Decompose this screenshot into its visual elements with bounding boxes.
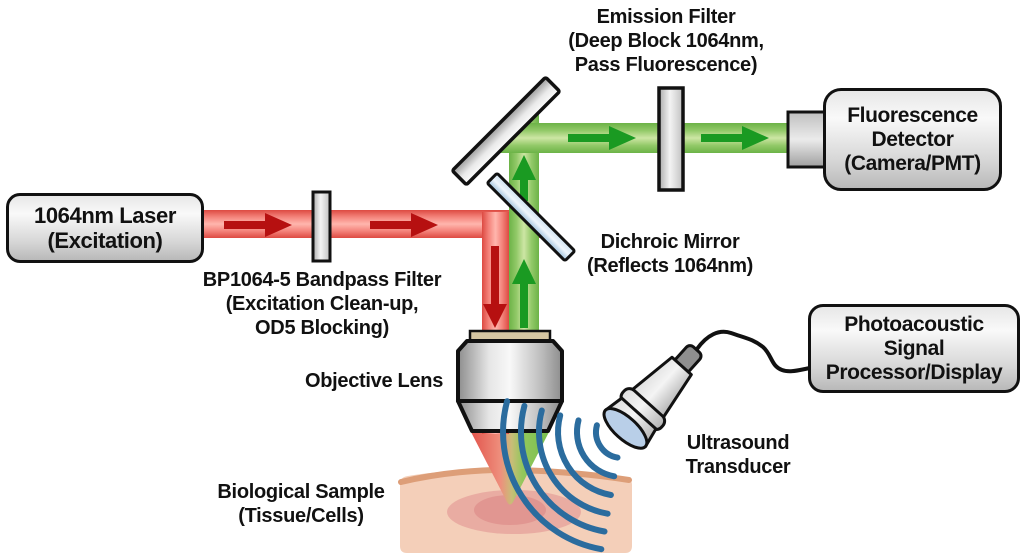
biological-sample-label: Biological Sample (Tissue/Cells) <box>217 480 384 528</box>
processor-label-line: Signal <box>883 336 945 360</box>
laser-box: 1064nm Laser (Excitation) <box>6 193 204 263</box>
label-line: Transducer <box>685 456 791 478</box>
red-arrow-right-1 <box>224 213 292 237</box>
label-line: Biological Sample <box>217 481 385 503</box>
ultrasound-transducer-label: Ultrasound Transducer <box>686 431 791 479</box>
wave-arc-4 <box>535 407 611 517</box>
bandpass-filter-glass <box>311 190 332 263</box>
label-line: Objective Lens <box>304 370 444 392</box>
objective-lens-label: Objective Lens <box>305 369 443 393</box>
emission-filter-label: Emission Filter (Deep Block 1064nm, Pass… <box>568 5 764 77</box>
ultrasound-waves <box>500 398 621 553</box>
transducer-face <box>602 407 649 450</box>
bandpass-filter-label: BP1064-5 Bandpass Filter (Excitation Cle… <box>202 268 442 340</box>
fluorescence-detector-box: Fluorescence Detector (Camera/PMT) <box>823 88 1002 191</box>
objective-body <box>456 339 564 403</box>
wave-arc-6 <box>500 398 605 553</box>
red-arrow-down <box>483 246 507 328</box>
turning-mirror <box>451 76 561 186</box>
label-line: OD5 Blocking) <box>255 317 389 339</box>
green-arrow-right-1 <box>568 126 636 150</box>
fluorescence-beam-horizontal <box>487 123 790 153</box>
laser-label-line: (Excitation) <box>47 228 163 253</box>
detector-lens-barrel <box>786 110 828 169</box>
dichroic-mirror-glass <box>486 172 576 262</box>
processor-label-line: Processor/Display <box>825 360 1003 384</box>
label-line: (Reflects 1064nm) <box>586 255 754 277</box>
red-arrow-right-2 <box>370 213 438 237</box>
fluorescence-arrows <box>512 126 769 328</box>
photoacoustic-processor-box: Photoacoustic Signal Processor/Display <box>808 304 1020 393</box>
objective-tip <box>456 399 564 433</box>
label-line: (Deep Block 1064nm, <box>568 30 764 52</box>
green-arrow-up-1 <box>512 259 536 328</box>
label-line: (Tissue/Cells) <box>238 505 364 527</box>
detector-label-line: (Camera/PMT) <box>844 151 981 175</box>
emission-filter-glass <box>657 86 685 192</box>
wave-arc-5 <box>517 402 608 535</box>
label-line: BP1064-5 Bandpass Filter <box>202 269 442 291</box>
excitation-arrows <box>224 213 507 328</box>
label-line: Emission Filter <box>596 6 736 28</box>
laser-label-line: 1064nm Laser <box>34 203 176 228</box>
ultrasound-transducer-drawing <box>602 344 703 450</box>
green-arrow-right-2 <box>701 126 769 150</box>
dichroic-mirror-label: Dichroic Mirror (Reflects 1064nm) <box>587 230 753 278</box>
transducer-cable <box>695 329 812 374</box>
detector-label-line: Detector <box>871 127 954 151</box>
objective-lens-drawing <box>456 329 564 433</box>
wave-arc-1 <box>593 422 621 461</box>
label-line: (Excitation Clean-up, <box>225 293 419 315</box>
wave-arc-3 <box>555 412 614 498</box>
detector-label-line: Fluorescence <box>847 103 978 127</box>
label-line: Ultrasound <box>686 432 790 454</box>
label-line: Dichroic Mirror <box>600 231 740 253</box>
label-line: Pass Fluorescence) <box>574 54 758 76</box>
green-arrow-up-2 <box>512 155 536 201</box>
processor-label-line: Photoacoustic <box>844 312 984 336</box>
wave-arc-2 <box>573 417 618 480</box>
